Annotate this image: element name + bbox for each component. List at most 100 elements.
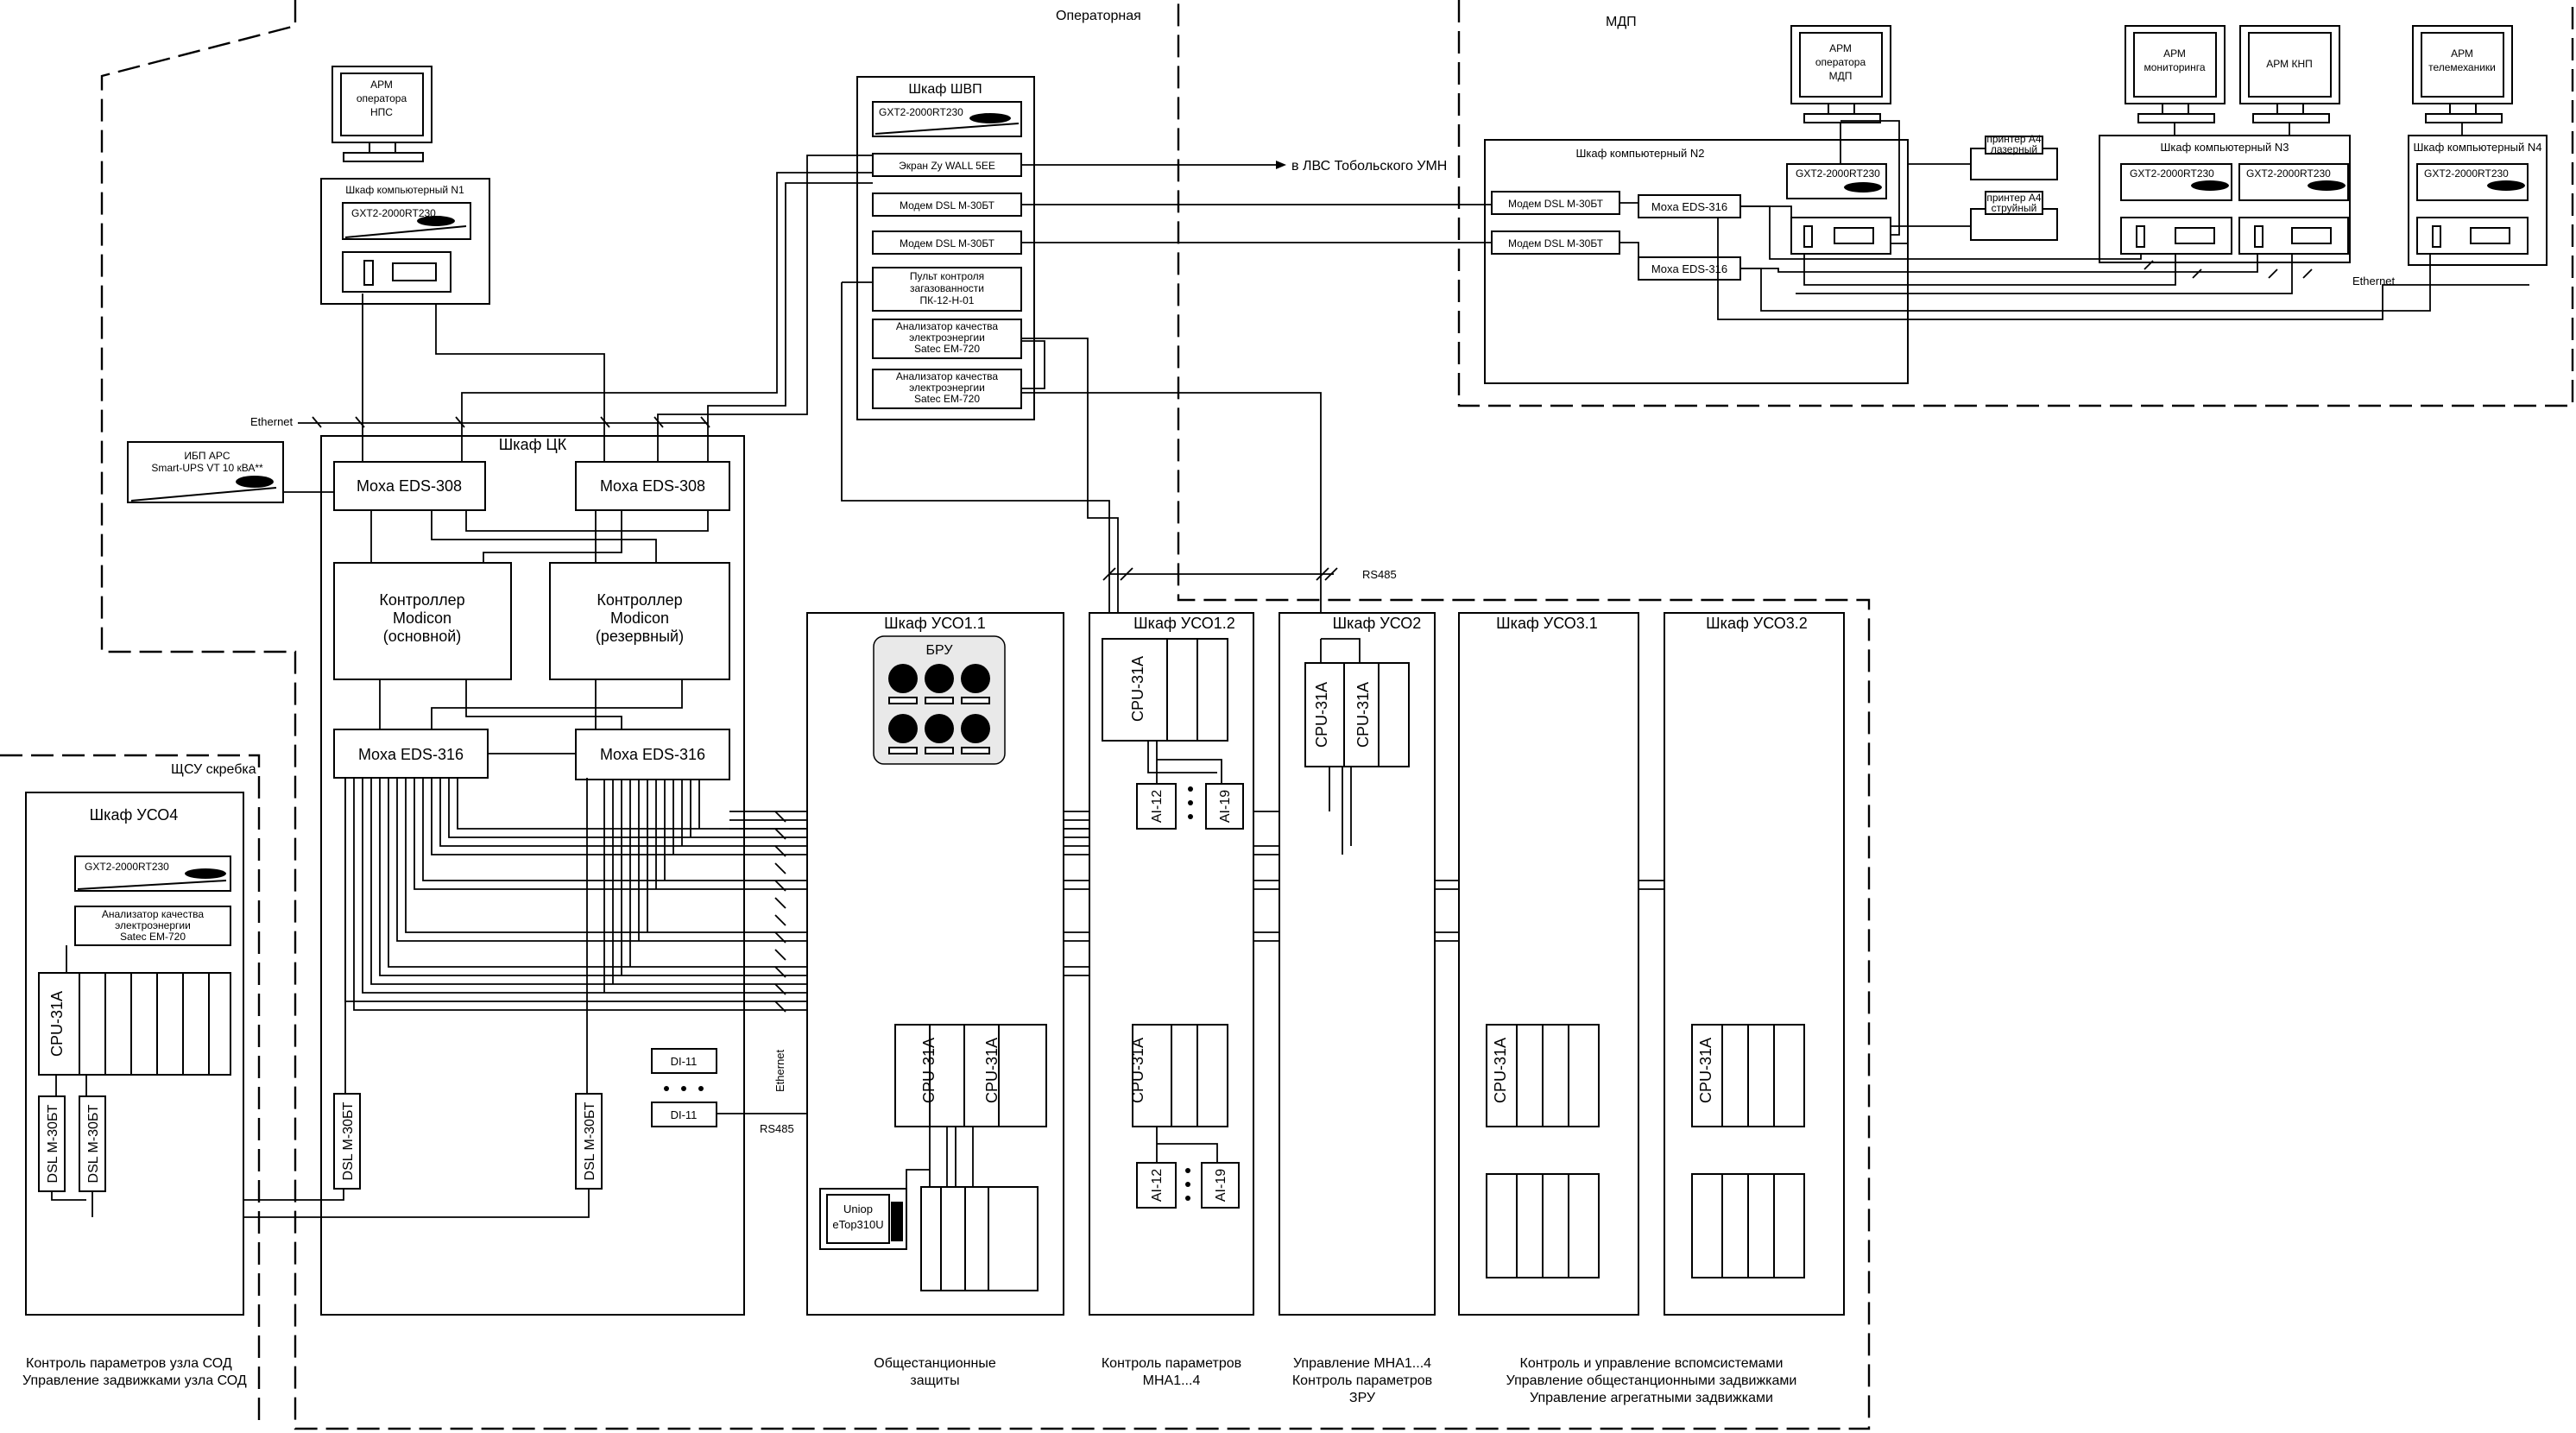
cabinet-shvp-title: Шкаф ШВП <box>908 82 982 97</box>
cabinet-comp1-title: Шкаф компьютерный N1 <box>345 184 464 196</box>
uso3-caption: Контроль и управление вспомсистемами Упр… <box>1506 1356 1797 1405</box>
rs485-top-label: RS485 <box>1362 568 1397 581</box>
tsk-ctrl-res-line3: (резервный) <box>596 628 684 645</box>
tsk-ctrl-main-line1: Контроллер <box>379 591 464 609</box>
arm-monitoring-line1: АРМ <box>2163 47 2186 60</box>
uso2-cpu1-label: CPU-31A <box>1313 682 1330 748</box>
di11-1-label: DI-11 <box>671 1055 698 1068</box>
cabinet-comp4: Шкаф компьютерный N4 GXT2-2000RT230 <box>2408 135 2548 266</box>
uso12-top-cpu-label: CPU-31A <box>1129 656 1146 722</box>
cabinet-tsk-title: Шкаф ЦК <box>499 436 567 453</box>
lan-tobolsk-label: в ЛВС Тобольского УМН <box>1291 159 1447 174</box>
comp1-ups-label: GXT2-2000RT230 <box>351 207 436 219</box>
uso4-analyzer-line1: Анализатор качества <box>102 908 205 920</box>
printer-laser-line1: принтер А4 <box>1986 133 2042 145</box>
uso32-cpu-label: CPU-31A <box>1697 1038 1714 1103</box>
arm-mdp-monitor-icon: АРМ оператора МДП <box>1790 25 1891 123</box>
cabinet-uso31-title: Шкаф УСО3.1 <box>1496 615 1598 632</box>
arm-nps-line3: НПС <box>370 106 393 118</box>
printer-inkjet-icon: принтер А4 струйный <box>1970 191 2058 241</box>
tsk-moxa316-2-label: Moxa EDS-316 <box>600 746 705 763</box>
arm-mdp-line2: оператора <box>1815 56 1866 68</box>
printer-laser-icon: принтер А4 лазерный <box>1970 133 2058 180</box>
uso12-caption-line2: МНА1...4 <box>1143 1373 1201 1388</box>
bru-buttons <box>888 664 990 754</box>
cabinet-uso2: Шкаф УСО2 CPU-31A CPU-31A Управление МНА… <box>1279 612 1436 1405</box>
shvp-analyzer2-line3: Satec EM-720 <box>914 393 980 405</box>
uso2-cpu2-label: CPU-31A <box>1354 682 1372 748</box>
cabinet-uso4-title: Шкаф УСО4 <box>90 806 179 824</box>
arm-knp-line1: АРМ КНП <box>2266 58 2312 70</box>
cabinet-uso2-title: Шкаф УСО2 <box>1333 615 1422 632</box>
cabinet-comp2: Шкаф компьютерный N2 GXT2-2000RT230 Моде… <box>1484 139 1909 384</box>
shvp-analyzer2-line1: Анализатор качества <box>896 370 999 382</box>
cabinet-comp4-title: Шкаф компьютерный N4 <box>2414 141 2542 154</box>
uso11-caption-line2: защиты <box>910 1373 959 1388</box>
zone-scraper: ЩСУ скребка <box>0 754 261 1429</box>
cabinet-uso11: Шкаф УСО1.1 БРУ CPU-31A CPU-31A Uniop eT… <box>806 612 1064 1388</box>
lan-link: в ЛВС Тобольского УМН <box>1021 159 1447 174</box>
arm-monitoring-line2: мониторинга <box>2144 61 2205 73</box>
comp4-ups-label: GXT2-2000RT230 <box>2424 167 2509 180</box>
cabinet-uso11-title: Шкаф УСО1.1 <box>884 615 986 632</box>
shvp-zywall-label: Экран Zy WALL 5EE <box>899 160 995 172</box>
uso12-caption-line1: Контроль параметров <box>1102 1356 1241 1371</box>
arm-nps-monitor-icon: АРМ оператора НПС <box>331 66 432 162</box>
tsk-dsl1-label: DSL M-30БТ <box>341 1102 356 1180</box>
uso2-caption-line3: ЗРУ <box>1349 1391 1376 1405</box>
uso4-ups-label: GXT2-2000RT230 <box>85 861 169 873</box>
shvp-analyzer1-line2: электроэнергии <box>909 331 985 344</box>
cabinet-comp3-title: Шкаф компьютерный N3 <box>2161 141 2289 154</box>
arm-mdp-line1: АРМ <box>1829 42 1852 54</box>
mdp-wiring: Ethernet <box>1619 120 2529 320</box>
shvp-analyzer1-line3: Satec EM-720 <box>914 343 980 355</box>
di-modules: DI-11 DI-11 <box>651 1048 717 1127</box>
arm-nps-line1: АРМ <box>370 79 393 91</box>
uso3-caption-line2: Управление общестанционными задвижками <box>1506 1373 1797 1388</box>
comp3-ups1-label: GXT2-2000RT230 <box>2130 167 2214 180</box>
rs485-wiring: RS485 RS485 <box>717 281 1397 1135</box>
tsk-ethernet-label: Ethernet <box>250 415 294 428</box>
dsl-links <box>1021 204 1492 243</box>
arm-telemech-line1: АРМ <box>2451 47 2473 60</box>
cabinet-uso12: Шкаф УСО1.2 CPU-31A AI-12 AI-19 CPU-31A … <box>1089 612 1254 1388</box>
cabinet-uso32: Шкаф УСО3.2 CPU-31A <box>1664 612 1845 1316</box>
uso12-top-ai12: AI-12 <box>1150 790 1165 823</box>
uso2-caption-line1: Управление МНА1...4 <box>1293 1356 1431 1371</box>
tsk-ctrl-main-line2: Modicon <box>393 609 451 627</box>
shvp-analyzer2-line2: электроэнергии <box>909 382 985 394</box>
shvp-modem2-label: Модем DSL M-30БТ <box>900 237 995 249</box>
cabinet-comp1: Шкаф компьютерный N1 GXT2-2000RT230 <box>320 178 490 305</box>
uso3-caption-line1: Контроль и управление вспомсистемами <box>1520 1356 1784 1371</box>
mdp-moxa1-label: Moxa EDS-316 <box>1651 200 1727 213</box>
rs485-bottom-label: RS485 <box>760 1122 794 1135</box>
uso3-caption-line3: Управление агрегатными задвижками <box>1530 1391 1773 1405</box>
uso4-caption-line2: Управление задвижками узла СОД <box>22 1373 247 1388</box>
zone-mdp: МДП <box>1457 0 2574 407</box>
cabinet-uso4: Шкаф УСО4 GXT2-2000RT230 Анализатор каче… <box>22 792 247 1388</box>
uso31-cpu-label: CPU-31A <box>1492 1038 1509 1103</box>
tsk-wiring: Ethernet <box>86 155 873 1218</box>
arm-monitoring-monitor-icon: АРМ мониторинга <box>2125 25 2226 123</box>
arm-mdp-line3: МДП <box>1829 70 1853 82</box>
arm-telemech-monitor-icon: АРМ телемеханики <box>2412 25 2513 123</box>
apc-ups-line2: Smart-UPS VT 10 кВА** <box>151 462 263 474</box>
cabinet-shvp: Шкаф ШВП GXT2-2000RT230 Экран Zy WALL 5E… <box>856 76 1045 420</box>
printer-inkjet-line1: принтер А4 <box>1986 192 2042 204</box>
uso4-analyzer-line3: Satec EM-720 <box>120 931 186 943</box>
uso12-top-ai19: AI-19 <box>1218 790 1233 823</box>
uso11-cpu2-label: CPU-31A <box>983 1038 1001 1103</box>
fieldbus-ethernet-label: Ethernet <box>773 1049 786 1092</box>
cabinet-uso31: Шкаф УСО3.1 CPU-31A <box>1458 612 1639 1316</box>
tsk-ctrl-res-line1: Контроллер <box>597 591 682 609</box>
tsk-moxa308-1-label: Moxa EDS-308 <box>357 477 462 495</box>
zone-scraper-label: ЩСУ скребка <box>171 762 256 777</box>
uso11-cpu1-label: CPU-31A <box>920 1038 938 1103</box>
cabinet-uso32-title: Шкаф УСО3.2 <box>1706 615 1808 632</box>
cabinet-comp2-title: Шкаф компьютерный N2 <box>1576 147 1705 160</box>
tsk-moxa308-2-label: Moxa EDS-308 <box>600 477 705 495</box>
tsk-ctrl-main-line3: (основной) <box>383 628 462 645</box>
uso4-cpu-label: CPU-31A <box>48 991 66 1057</box>
apc-ups-line1: ИБП APC <box>184 450 230 462</box>
